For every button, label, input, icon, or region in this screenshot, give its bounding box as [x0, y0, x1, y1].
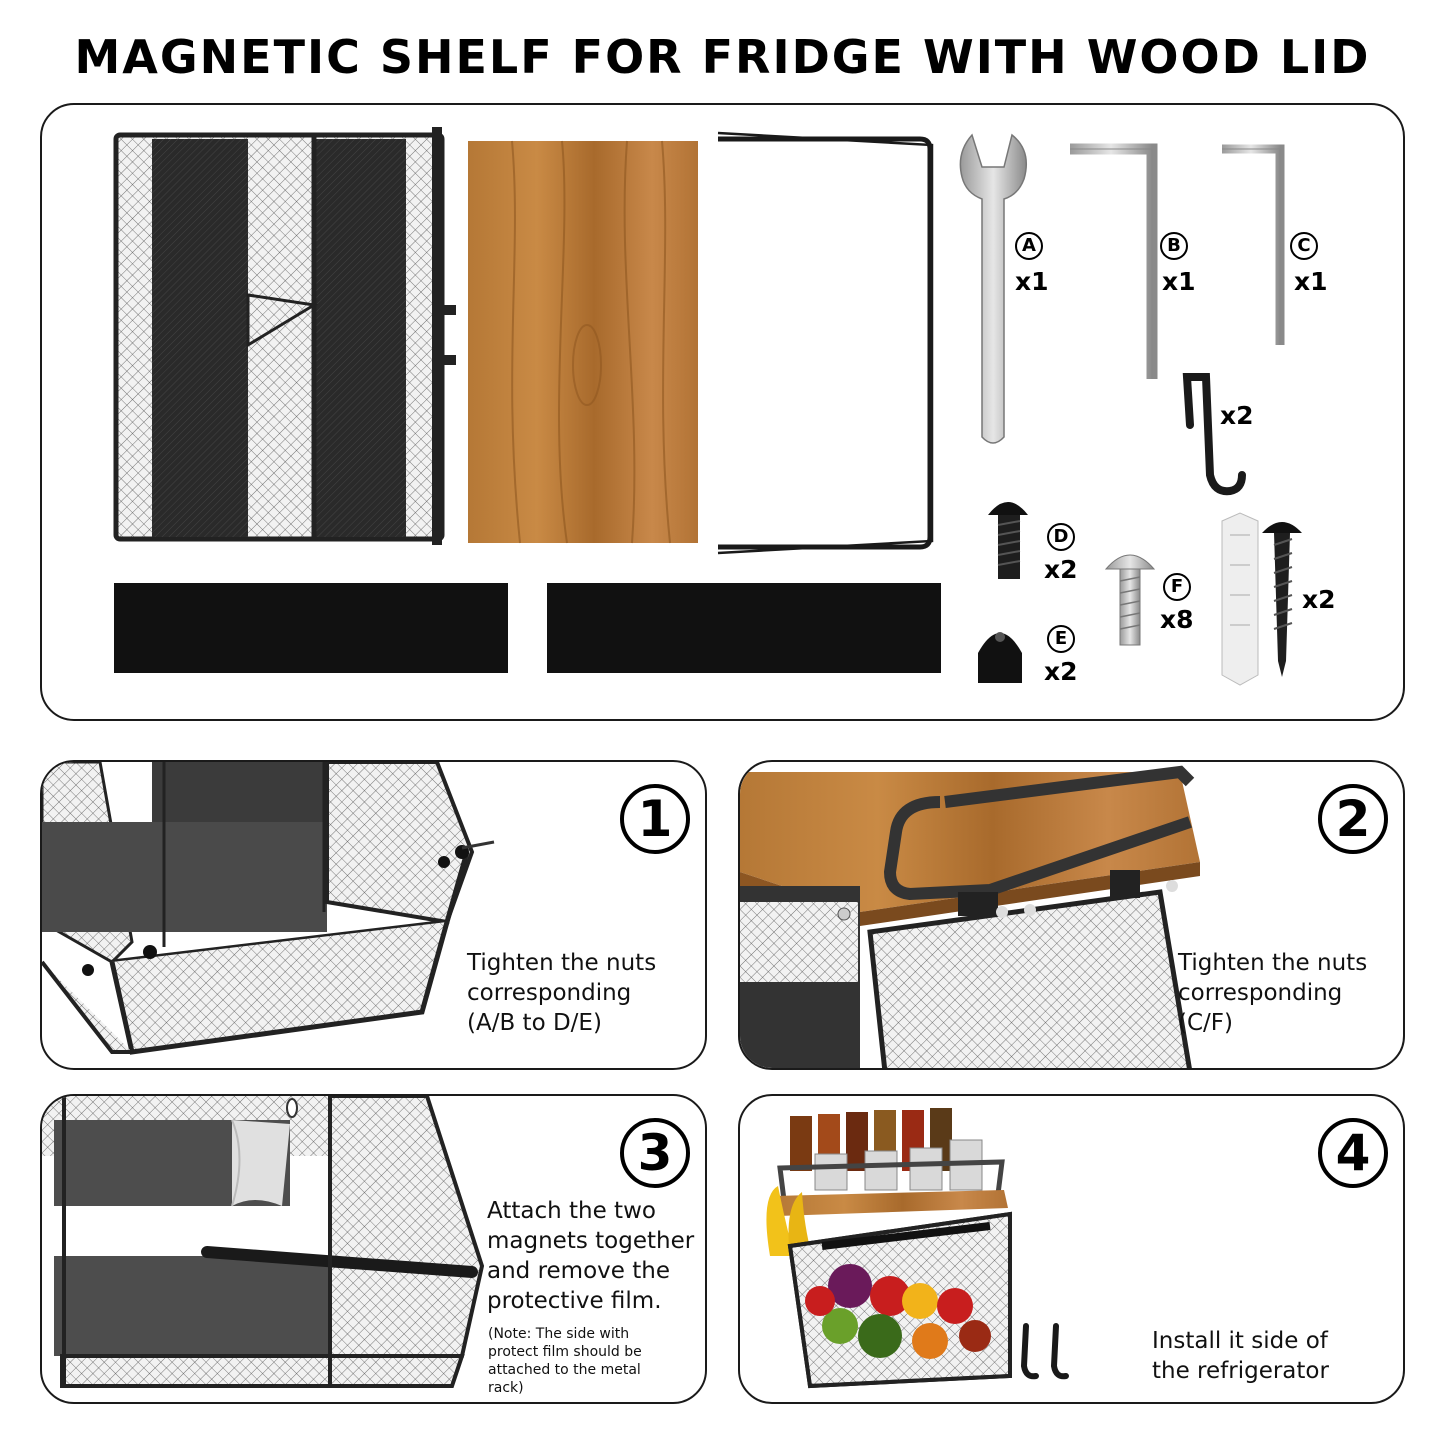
hex-key-icon: [1070, 143, 1158, 379]
part-qty-f: x8: [1160, 605, 1194, 634]
step-instruction: Tighten the nuts corresponding (C/F): [1178, 950, 1368, 1036]
part-qty-b: x1: [1162, 267, 1196, 296]
fruit-image: [805, 1264, 991, 1359]
step-number: 4: [1318, 1118, 1388, 1188]
part-letter-f: F: [1163, 573, 1191, 601]
part-letter-c: C: [1290, 232, 1318, 260]
parts-panel: A x1 B x1 C x1 x2 D x2 E x2 F x8 x2: [40, 103, 1405, 721]
part-qty-a: x1: [1015, 267, 1049, 296]
part-letter-e: E: [1047, 625, 1075, 653]
banana-image: [766, 1186, 794, 1256]
part-qty-e: x2: [1044, 657, 1078, 686]
step-number: 1: [620, 784, 690, 854]
step-1-illustration: [42, 762, 495, 1055]
step-3-panel: 3 Attach the two magnets together and re…: [40, 1094, 707, 1404]
wall-anchor-icon: [1221, 512, 1259, 686]
step-2-panel: 2 Tighten the nuts corresponding (C/F): [738, 760, 1405, 1070]
screw-icon: [1104, 554, 1156, 646]
step-1-panel: 1 Tighten the nuts corresponding (A/B to…: [40, 760, 707, 1070]
step-number: 3: [620, 1118, 690, 1188]
magnet-strip-image: [114, 583, 508, 673]
part-letter-b: B: [1160, 232, 1188, 260]
step-4-illustration: [766, 1108, 1069, 1389]
step-instruction: Attach the two magnets together and remo…: [487, 1198, 695, 1314]
step-4-panel: 4 Install it side of the refrigerator: [738, 1094, 1405, 1404]
page-title: MAGNETIC SHELF FOR FRIDGE WITH WOOD LID: [74, 30, 1371, 84]
part-qty-c: x1: [1294, 267, 1328, 296]
part-qty-d: x2: [1044, 555, 1078, 584]
anchor-qty: x2: [1302, 585, 1336, 614]
part-letter-a: A: [1015, 232, 1043, 260]
spice-jars-image: [790, 1108, 983, 1191]
wood-screw-icon: [1262, 522, 1302, 677]
wood-lid-image: [468, 140, 698, 544]
step-note: (Note: The side with protect film should…: [488, 1326, 642, 1396]
bolt-icon: [988, 502, 1028, 579]
step-number: 2: [1318, 784, 1388, 854]
hook-icon: [1182, 373, 1246, 496]
hex-key-icon: [1222, 144, 1285, 345]
magnet-strip-image: [547, 583, 941, 673]
parts-illustration: [113, 127, 1302, 686]
hook-icon: [1020, 1323, 1069, 1380]
cap-nut-icon: [978, 632, 1022, 683]
handle-bar-image: [717, 131, 934, 555]
step-2-illustration: [740, 765, 1200, 1068]
part-letter-d: D: [1047, 523, 1075, 551]
step-instruction: Tighten the nuts corresponding (A/B to D…: [467, 950, 657, 1036]
step-instruction: Install it side of the refrigerator: [1152, 1328, 1329, 1384]
hook-qty: x2: [1220, 401, 1254, 430]
step-3-illustration: [42, 1096, 485, 1388]
wrench-icon: [959, 133, 1027, 444]
mesh-rack-image: [113, 127, 456, 545]
